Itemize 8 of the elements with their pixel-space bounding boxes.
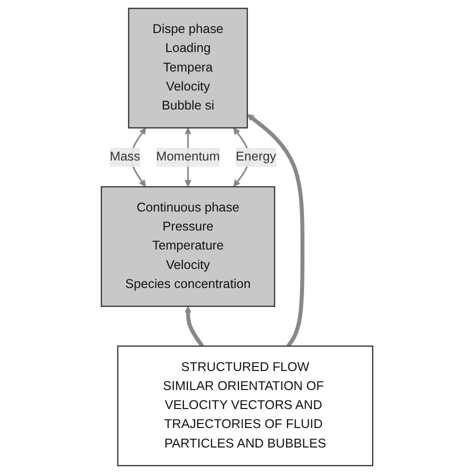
edge-label: Momentum: [156, 150, 220, 164]
arrow: [246, 114, 304, 348]
edge-label: Energy: [236, 150, 276, 164]
edge-label: Mass: [110, 150, 140, 164]
node-box: STRUCTURED FLOW SIMILAR ORIENTATION OF VELOCITY VECTORS AND TRAJECTORIES OF FLUID PARTICLES AND BUBBLES: [117, 346, 374, 466]
arrow: [184, 306, 204, 348]
node-box: Continuous phase Pressure Temperature Velocity Species concentration: [100, 186, 276, 307]
node-box: Dispe phase Loading Tempera Velocity Bubble si: [128, 8, 248, 128]
